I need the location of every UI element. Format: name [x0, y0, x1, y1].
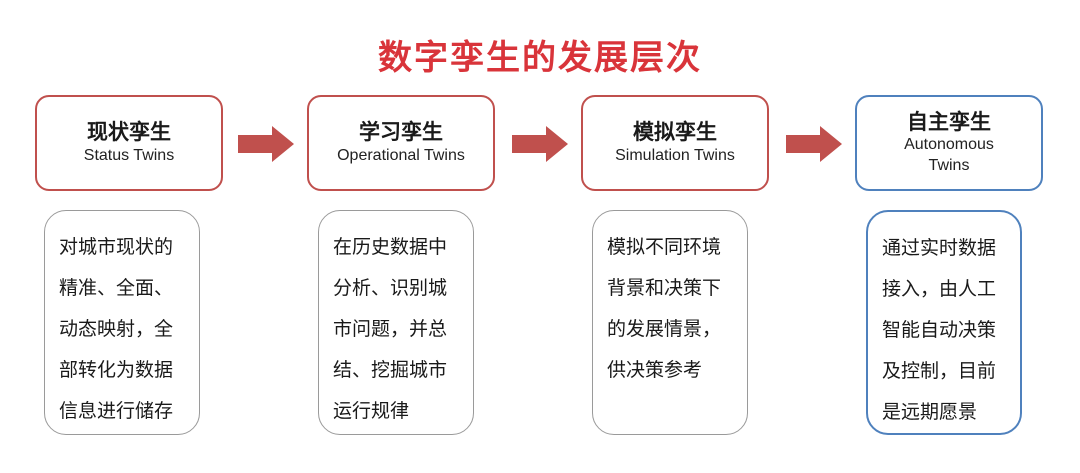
desc-text: 通过实时数据接入，由人工智能自动决策及控制，目前是远期愿景	[882, 237, 997, 423]
desc-box-simulation: 模拟不同环境背景和决策下的发展情景，供决策参考	[592, 210, 748, 435]
desc-box-autonomous: 通过实时数据接入，由人工智能自动决策及控制，目前是远期愿景	[866, 210, 1022, 435]
stage-cn-label: 自主孪生	[907, 110, 991, 135]
stage-box-simulation: 模拟孪生 Simulation Twins	[581, 95, 769, 191]
right-arrow-icon	[512, 126, 568, 162]
right-arrow-icon	[238, 126, 294, 162]
stage-cn-label: 现状孪生	[87, 120, 171, 145]
stage-en-label: Simulation Twins	[615, 146, 735, 164]
diagram-title: 数字孪生的发展层次	[378, 38, 702, 78]
stage-cn-label: 模拟孪生	[633, 120, 717, 145]
stage-en-label: Status Twins	[83, 146, 175, 164]
desc-box-operational: 在历史数据中分析、识别城市问题，并总结、挖掘城市运行规律	[318, 210, 474, 435]
desc-text: 模拟不同环境背景和决策下的发展情景，供决策参考	[607, 236, 722, 381]
stage-en-label: Autonomous Twins	[904, 136, 994, 175]
desc-box-status: 对城市现状的精准、全面、动态映射，全部转化为数据信息进行储存	[44, 210, 200, 435]
desc-text: 对城市现状的精准、全面、动态映射，全部转化为数据信息进行储存	[59, 236, 174, 422]
stage-cn-label: 学习孪生	[359, 120, 443, 145]
stage-box-status: 现状孪生 Status Twins	[35, 95, 223, 191]
right-arrow-icon	[786, 126, 842, 162]
desc-text: 在历史数据中分析、识别城市问题，并总结、挖掘城市运行规律	[333, 236, 448, 422]
stage-box-autonomous: 自主孪生 Autonomous Twins	[855, 95, 1043, 191]
stage-box-operational: 学习孪生 Operational Twins	[307, 95, 495, 191]
stage-en-label: Operational Twins	[337, 146, 465, 164]
